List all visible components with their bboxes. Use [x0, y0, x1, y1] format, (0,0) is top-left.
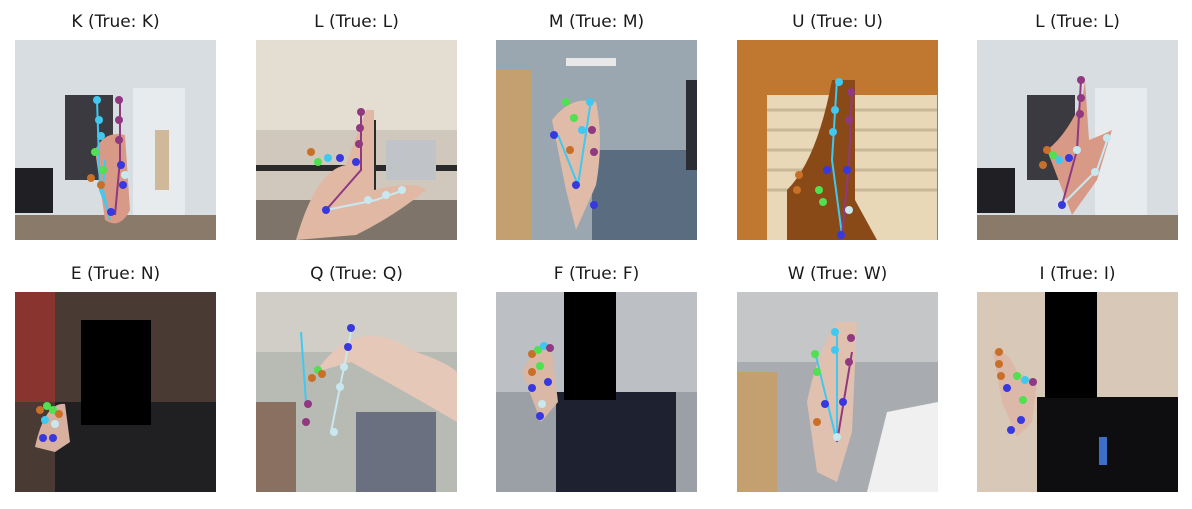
panel-title: W (True: W): [787, 264, 888, 284]
hand-landmark-image: [737, 40, 938, 240]
hand-landmark-image: [496, 40, 697, 240]
hand-landmark-image: [737, 292, 938, 492]
hand-landmark-image: [15, 40, 216, 240]
hand-landmark-image: [977, 292, 1178, 492]
hand-landmark-image: [977, 40, 1178, 240]
panel-title: F (True: F): [553, 264, 640, 284]
panel-title: E (True: N): [70, 264, 161, 284]
panel-title: L (True: L): [314, 12, 399, 32]
panel-title: M (True: M): [548, 12, 645, 32]
face-mask: [564, 292, 616, 400]
panel-title: I (True: I): [1039, 264, 1116, 284]
hand-landmark-image: [256, 40, 457, 240]
hand-landmark-image: [15, 292, 216, 492]
panel-title: L (True: L): [1035, 12, 1120, 32]
panel-title: U (True: U): [792, 12, 883, 32]
panel-title: Q (True: Q): [310, 264, 403, 284]
hand-landmark-image: [256, 292, 457, 492]
face-mask: [1045, 292, 1097, 398]
face-mask: [81, 320, 151, 425]
panel-title: K (True: K): [71, 12, 160, 32]
hand-landmark-image: [496, 292, 697, 492]
